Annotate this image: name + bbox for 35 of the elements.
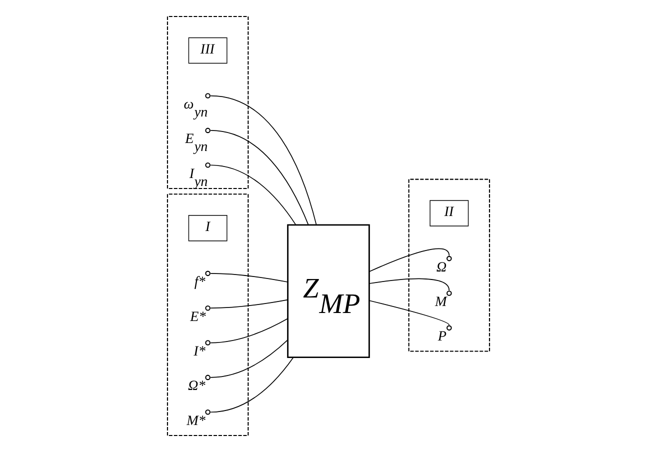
node-circle [446, 256, 452, 262]
node-circle [204, 162, 210, 168]
node-circle [204, 409, 210, 415]
connector [210, 356, 294, 413]
node-circle [204, 93, 210, 98]
connector [210, 299, 288, 309]
connector [210, 273, 288, 282]
node-circle [204, 305, 210, 311]
connector [210, 95, 316, 226]
connector [210, 130, 308, 226]
connector [210, 164, 296, 226]
node-label: I* [193, 344, 205, 360]
connector [368, 278, 450, 291]
cluster [166, 16, 248, 190]
node-label: M [434, 294, 446, 310]
node-label: M* [186, 412, 205, 429]
connector [210, 340, 288, 378]
node-box: I [188, 215, 227, 242]
node-label: Ω* [188, 378, 205, 394]
cluster [166, 194, 248, 436]
node-circle [446, 325, 452, 331]
node-label: E* [190, 308, 206, 325]
cluster [408, 178, 490, 352]
connector [368, 300, 450, 326]
node-box: III [188, 37, 227, 64]
node-label: Ω [436, 259, 446, 276]
node-circle [204, 374, 210, 380]
node-circle [204, 270, 210, 276]
connector [210, 318, 288, 344]
node-label: f* [194, 274, 205, 290]
node-box: II [429, 200, 468, 226]
node-circle [204, 128, 210, 134]
node-circle [204, 340, 210, 346]
node-circle [446, 290, 452, 296]
node-label: P [437, 328, 446, 345]
